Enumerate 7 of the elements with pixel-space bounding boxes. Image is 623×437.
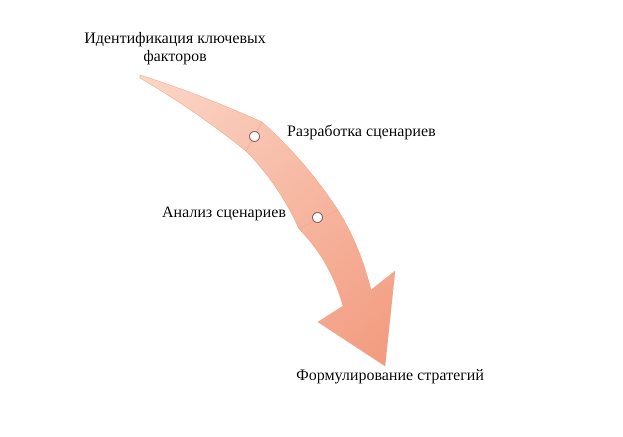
step-label: Формулирование стратегий [285, 367, 495, 385]
curved-arrow-head-segment [298, 210, 396, 366]
curved-arrow-segment [140, 74, 262, 152]
step-label: Анализ сценариев [162, 204, 286, 222]
step-label: Разработка сценариев [287, 123, 436, 141]
curved-arrow-segment [246, 122, 338, 230]
step-label: Идентификация ключевых факторов [75, 30, 275, 66]
